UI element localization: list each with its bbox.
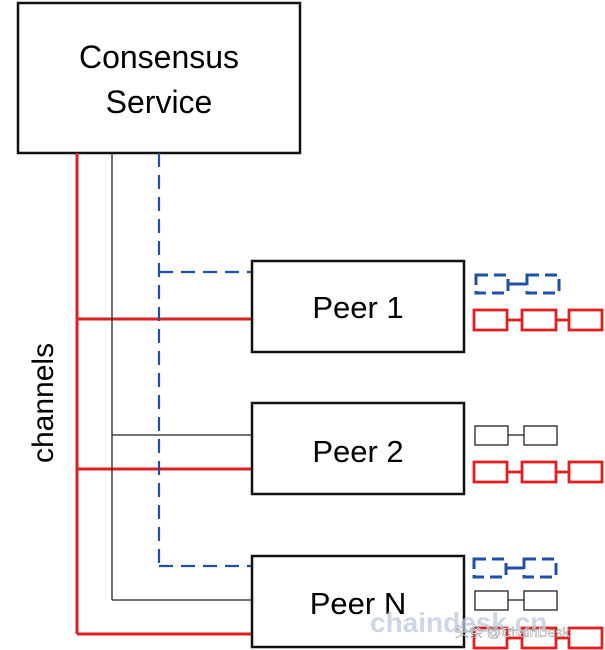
peer-2-black-ledger-chain xyxy=(474,425,558,446)
black-ledger-block xyxy=(474,425,509,446)
blue-ledger-block xyxy=(525,273,561,295)
consensus-service-node: Consensus Service xyxy=(16,1,302,155)
red-ledger-block xyxy=(520,460,558,484)
peer-1-label: Peer 1 xyxy=(312,290,403,325)
peer-1-red-ledger-chain xyxy=(472,308,604,332)
red-ledger-block xyxy=(472,460,509,484)
source-watermark: 头条 @ChainDesk xyxy=(455,624,571,640)
peer-n-red-ledger-chain xyxy=(472,626,604,650)
peer-2-red-ledger-chain xyxy=(472,460,604,484)
consensus-title-line1: Consensus xyxy=(79,39,239,75)
peer-2-label: Peer 2 xyxy=(312,434,403,469)
blue-ledger-block xyxy=(522,557,558,579)
black-ledger-block xyxy=(523,425,558,446)
peer-1-node: Peer 1 xyxy=(250,259,466,354)
blue-ledger-block xyxy=(474,273,510,295)
brand-watermark: chaindesk.cn xyxy=(370,607,547,638)
peer-n-label: Peer N xyxy=(310,586,406,621)
consensus-title-line2: Service xyxy=(106,84,213,120)
peer-1-box xyxy=(250,259,466,354)
black-ledger-block xyxy=(523,590,558,611)
peer-2-node: Peer 2 xyxy=(250,401,466,496)
red-ledger-block xyxy=(520,308,558,332)
blue-channel xyxy=(157,153,252,568)
blue-ledger-block xyxy=(472,557,508,579)
peer-n-black-ledger-chain xyxy=(474,590,558,611)
red-ledger-block xyxy=(567,460,604,484)
peer-n-box xyxy=(250,554,466,649)
red-ledger-block xyxy=(567,626,604,650)
peer-n-blue-ledger-chain xyxy=(472,557,558,579)
red-ledger-block xyxy=(567,308,604,332)
peer-2-box xyxy=(250,401,466,496)
red-ledger-block xyxy=(472,308,509,332)
black-channel xyxy=(111,153,252,601)
channels-label: channels xyxy=(27,343,60,463)
peer-n-node: Peer N xyxy=(250,554,466,649)
consensus-service-box xyxy=(16,1,302,155)
red-channel xyxy=(75,153,252,636)
peer-1-blue-ledger-chain xyxy=(474,273,561,295)
